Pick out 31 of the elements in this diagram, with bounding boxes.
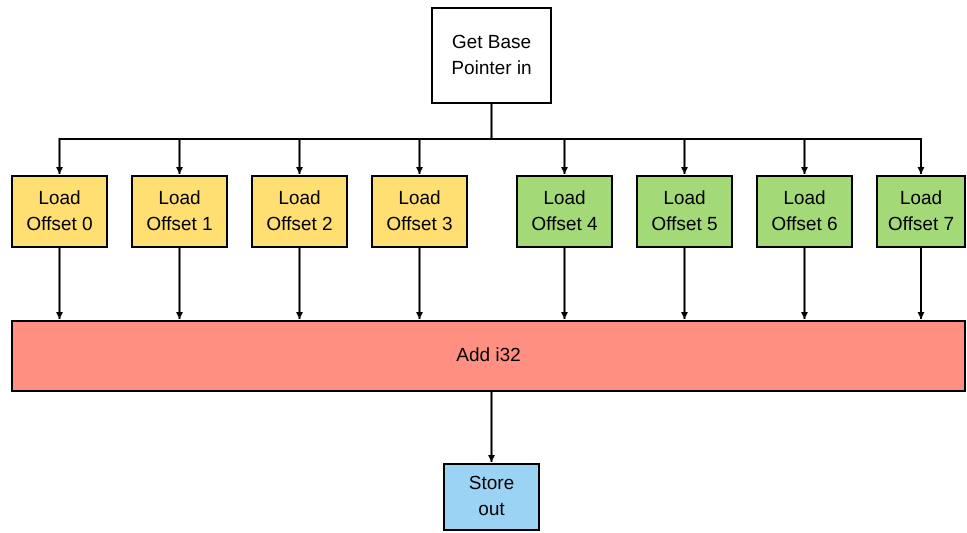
arrow xyxy=(561,248,568,319)
arrow xyxy=(416,248,423,319)
arrow xyxy=(56,248,63,319)
process-box xyxy=(251,175,348,248)
process-box xyxy=(431,7,552,104)
process-box xyxy=(371,175,468,248)
arrow xyxy=(176,248,183,319)
arrow xyxy=(918,248,924,319)
box-label: Load Offset 1 xyxy=(145,186,214,236)
process-bar xyxy=(11,320,966,392)
arrow xyxy=(681,248,688,319)
box-label: Get Base Pointer in xyxy=(450,30,533,80)
box-label: Load Offset 2 xyxy=(265,186,334,236)
process-box xyxy=(131,175,228,248)
process-box xyxy=(516,175,613,248)
process-box xyxy=(876,175,966,248)
box-label: Load Offset 6 xyxy=(770,186,839,236)
box-label: Add i32 xyxy=(456,344,521,368)
box-label: Load Offset 4 xyxy=(530,186,599,236)
arrow xyxy=(801,248,808,319)
process-box xyxy=(11,175,108,248)
box-label: Load Offset 0 xyxy=(25,186,94,236)
box-label: Load Offset 7 xyxy=(886,186,956,236)
box-label: Load Offset 5 xyxy=(650,186,719,236)
box-label: Store out xyxy=(468,472,516,522)
process-box xyxy=(636,175,733,248)
arrow xyxy=(296,248,303,319)
process-box xyxy=(443,463,540,531)
arrow xyxy=(488,392,495,462)
process-box xyxy=(756,175,853,248)
box-label: Load Offset 3 xyxy=(385,186,454,236)
